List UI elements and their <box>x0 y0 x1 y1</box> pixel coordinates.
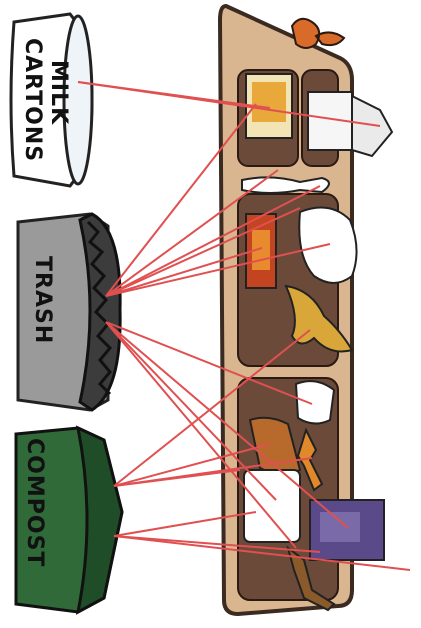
juice-box-item <box>310 500 384 560</box>
milk-carton-item <box>308 92 392 156</box>
cup-item <box>296 381 334 423</box>
trash-label: TRASH <box>30 256 55 344</box>
trash-bin: TRASH <box>18 214 120 410</box>
spoon-item <box>242 177 329 193</box>
compost-label: COMPOST <box>22 438 47 567</box>
milk-label-line2: CARTONS <box>20 38 45 162</box>
milk-label-line1: MILK <box>46 60 71 125</box>
peel-item <box>292 19 344 48</box>
milk-cartons-bin: MILK CARTONS <box>11 14 92 186</box>
compost-bin: COMPOST <box>16 428 122 612</box>
